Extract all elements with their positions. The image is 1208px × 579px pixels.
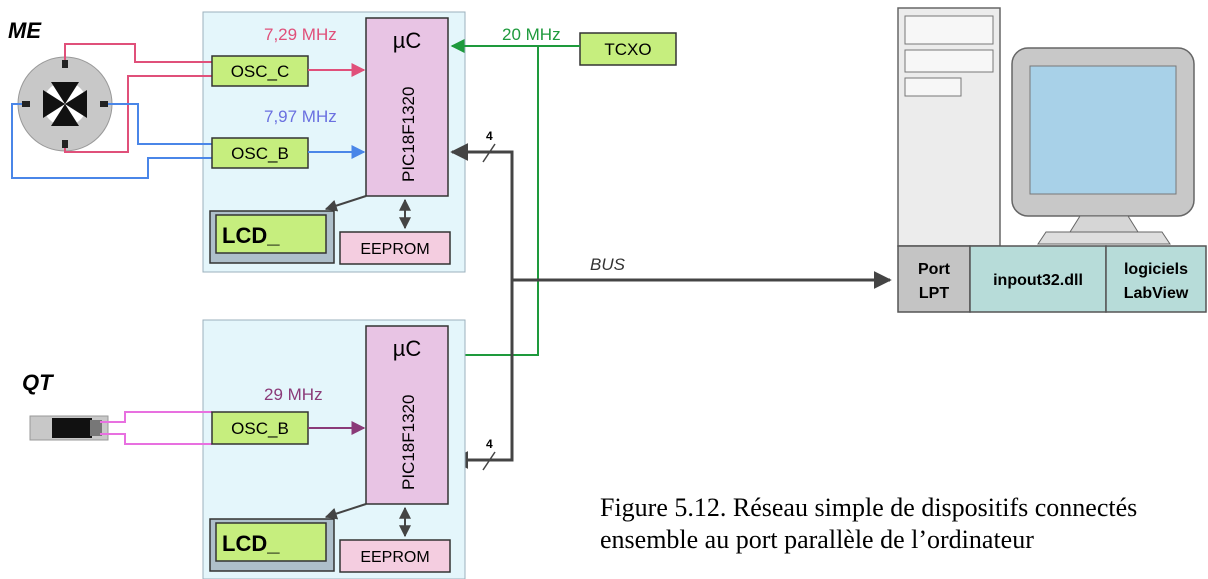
freq-osc-c: 7,29 MHz: [264, 25, 337, 44]
osc-c-label: OSC_C: [231, 62, 290, 81]
osc-b-block-bottom: [211, 411, 309, 445]
osc-b-label-top: OSC_B: [231, 144, 289, 163]
computer-icon: [897, 7, 1195, 247]
bus-label: BUS: [590, 255, 626, 274]
dll-box: [969, 245, 1107, 313]
tcxo-clock-wires: [450, 39, 580, 362]
qt-wires: [100, 411, 212, 445]
osc-b-wires: [11, 103, 212, 179]
lcd-label-top: LCD_: [222, 223, 280, 248]
bus-width-bottom: 4: [486, 437, 493, 451]
dll-label: inpout32.dll: [993, 272, 1083, 289]
freq-osc-b: 7,97 MHz: [264, 107, 337, 126]
lcd-screen-bottom: [215, 522, 327, 562]
bus-width-marks: [482, 143, 496, 471]
tcxo-label: TCXO: [604, 40, 651, 59]
port-label-1: Port: [918, 261, 951, 278]
uc-block-top: [365, 17, 449, 197]
eeprom-label-bottom: EEPROM: [360, 549, 429, 566]
label-qt: QT: [22, 370, 54, 395]
software-box: [1105, 245, 1207, 313]
pic-label-top: PIC18F1320: [399, 87, 418, 182]
figure-caption: Figure 5.12. Réseau simple de dispositif…: [600, 493, 1138, 554]
eeprom-block-top: [339, 231, 451, 265]
freq-qt: 29 MHz: [264, 385, 323, 404]
uc-block-bottom: [365, 325, 449, 505]
uc-label-bottom: µC: [393, 336, 422, 361]
software-label-1: logiciels: [1124, 261, 1188, 278]
tcxo-block: [579, 32, 677, 66]
eeprom-label-top: EEPROM: [360, 241, 429, 258]
uc-label-top: µC: [393, 28, 422, 53]
pic-label-bottom: PIC18F1320: [399, 395, 418, 490]
bus-lines: [450, 143, 892, 469]
qt-crystal-icon: [29, 415, 109, 441]
lcd-label-bottom: LCD_: [222, 531, 280, 556]
port-label-2: LPT: [919, 285, 949, 302]
port-lpt-box: [897, 245, 971, 313]
label-me: ME: [8, 18, 42, 43]
bus-width-top: 4: [486, 129, 493, 143]
software-label-2: LabView: [1124, 285, 1189, 302]
me-sensor-icon: [17, 56, 113, 152]
lcd-arrow-bottom: [324, 503, 367, 520]
lcd-screen-top: [215, 214, 327, 254]
eeprom-block-bottom: [339, 539, 451, 573]
osc-c-wires: [64, 43, 212, 153]
osc-b-label-bottom: OSC_B: [231, 419, 289, 438]
freq-tcxo: 20 MHz: [502, 25, 561, 44]
lcd-arrow-top: [324, 195, 367, 212]
